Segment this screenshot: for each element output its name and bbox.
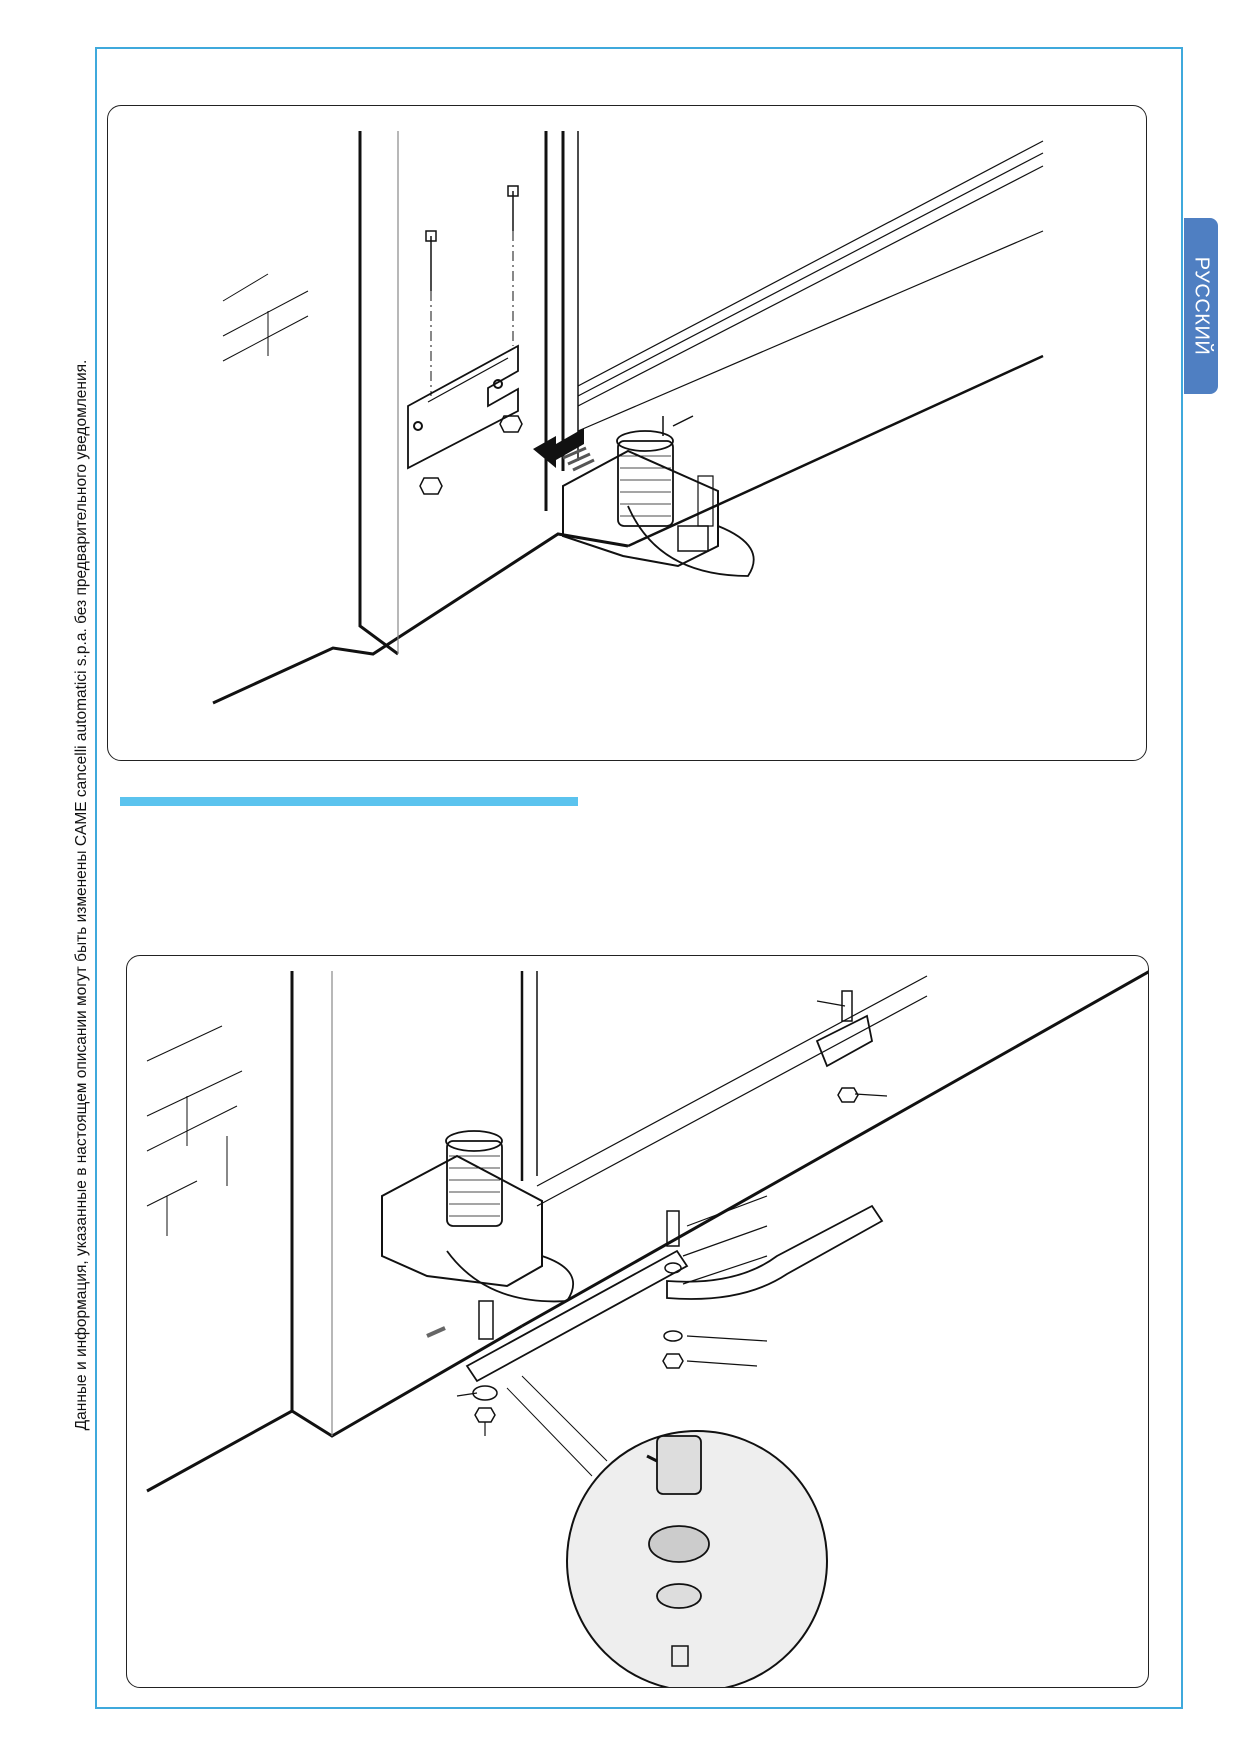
arm-assembly-figure — [126, 955, 1149, 1688]
section-accent-bar — [120, 797, 578, 806]
bracket-mounting-figure — [107, 105, 1147, 761]
disclaimer-note: Данные и информация, указанные в настоящ… — [73, 359, 90, 1431]
page-frame — [95, 47, 1183, 1709]
bracket-mounting-illustration — [212, 131, 1044, 705]
arm-assembly-illustration — [146, 970, 1148, 1687]
language-tab[interactable]: РУССКИЙ — [1184, 218, 1218, 394]
language-tab-label: РУССКИЙ — [1190, 256, 1213, 356]
